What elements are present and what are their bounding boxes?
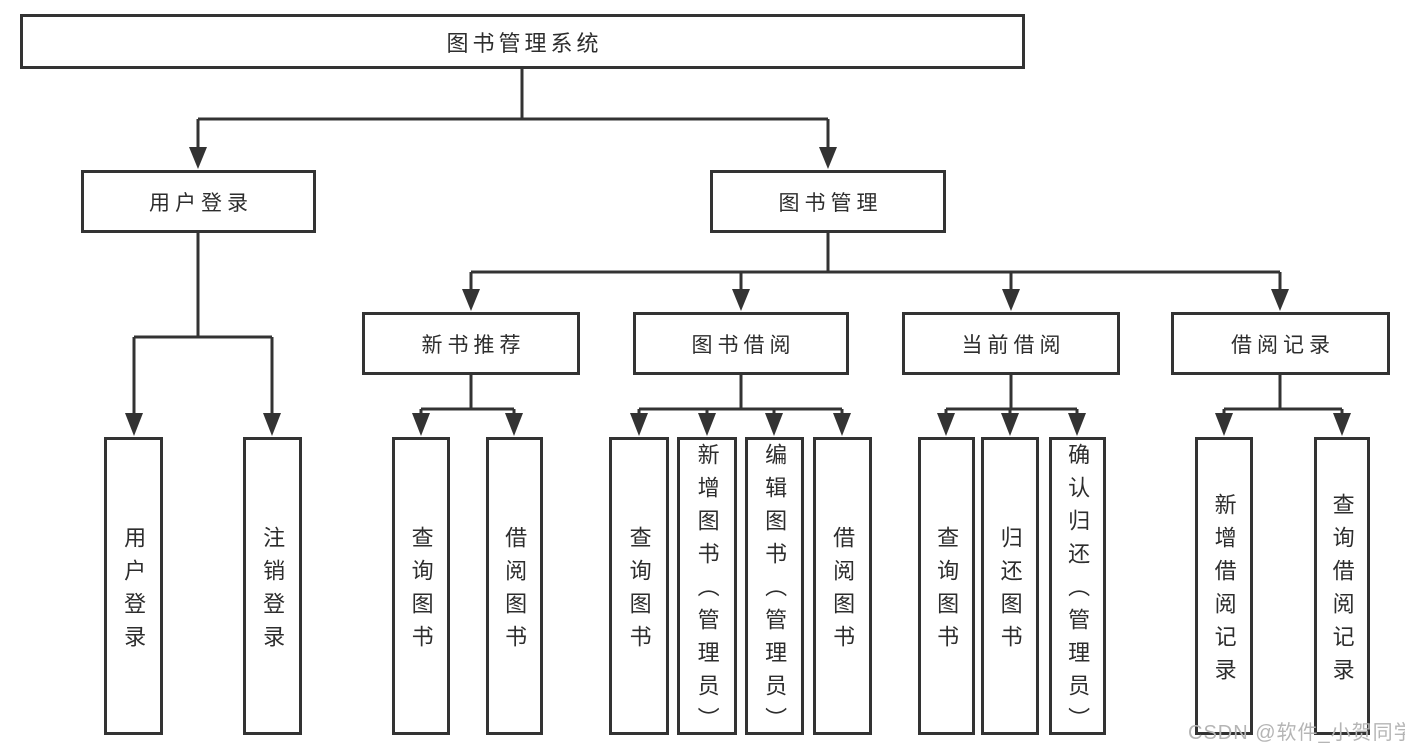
arrowhead-icon <box>819 147 837 169</box>
arrowhead-icon <box>1002 289 1020 311</box>
arrowhead-icons <box>125 147 1351 436</box>
node-label: 新增图书（管理员） <box>694 443 720 740</box>
leaf-logout-login: 注销登录 <box>243 437 302 735</box>
arrowhead-icon <box>263 413 281 436</box>
node-label: 用户登录 <box>121 525 147 658</box>
node-label: 借阅图书 <box>830 525 856 658</box>
arrowhead-icon <box>698 413 716 436</box>
leaf-query-borrow-record: 查询借阅记录 <box>1314 437 1370 735</box>
node-label: 编辑图书（管理员） <box>762 443 788 740</box>
arrowhead-icon <box>765 413 783 436</box>
node-label: 查询借阅记录 <box>1329 492 1355 691</box>
arrowhead-icon <box>1333 413 1351 436</box>
node-label: 图书管理 <box>778 191 883 215</box>
arrowhead-icon <box>505 413 523 436</box>
leaf-add-borrow-record: 新增借阅记录 <box>1195 437 1253 735</box>
node-label: 图书管理系统 <box>446 30 603 56</box>
node-borrowing-records: 借阅记录 <box>1171 312 1390 375</box>
leaf-confirm-return-admin: 确认归还（管理员） <box>1049 437 1106 740</box>
arrowhead-icon <box>1215 413 1233 436</box>
leaf-edit-book-admin: 编辑图书（管理员） <box>745 437 804 740</box>
node-current-borrowing: 当前借阅 <box>902 312 1120 375</box>
node-label: 查询图书 <box>408 525 434 658</box>
leaf-borrow-books-recommend: 借阅图书 <box>486 437 543 735</box>
node-label: 查询图书 <box>626 525 652 658</box>
node-user-login: 用户登录 <box>81 170 316 233</box>
arrowhead-icon <box>1001 413 1019 436</box>
leaf-query-books-current: 查询图书 <box>918 437 975 735</box>
arrowhead-icon <box>833 413 851 436</box>
node-label: 查询图书 <box>934 525 960 658</box>
node-library-management-system: 图书管理系统 <box>20 14 1025 69</box>
node-new-book-recommendation: 新书推荐 <box>362 312 580 375</box>
node-label: 新书推荐 <box>421 333 526 357</box>
leaf-query-books-recommend: 查询图书 <box>392 437 450 735</box>
arrowhead-icon <box>412 413 430 436</box>
node-label: 借阅记录 <box>1231 333 1335 357</box>
node-label: 新增借阅记录 <box>1211 492 1237 691</box>
arrowhead-icon <box>125 413 143 436</box>
node-label: 当前借阅 <box>961 333 1066 357</box>
leaf-user-login: 用户登录 <box>104 437 163 735</box>
node-label: 确认归还（管理员） <box>1065 443 1091 740</box>
node-book-borrowing: 图书借阅 <box>633 312 849 375</box>
node-label: 归还图书 <box>997 525 1023 658</box>
leaf-borrow-books-borrow: 借阅图书 <box>813 437 872 735</box>
node-label: 用户登录 <box>149 191 253 215</box>
arrowhead-icon <box>189 147 207 169</box>
node-label: 借阅图书 <box>502 525 528 658</box>
leaf-query-books-borrow: 查询图书 <box>609 437 669 735</box>
arrowhead-icon <box>630 413 648 436</box>
node-label: 图书借阅 <box>691 333 796 357</box>
node-book-management: 图书管理 <box>710 170 946 233</box>
leaf-add-book-admin: 新增图书（管理员） <box>677 437 737 740</box>
watermark-text: CSDN @软件_小贺同学 <box>1188 722 1405 744</box>
arrowhead-icon <box>462 289 480 311</box>
leaf-return-books: 归还图书 <box>981 437 1039 735</box>
arrowhead-icon <box>1068 413 1086 436</box>
node-label: 注销登录 <box>260 525 286 658</box>
arrowhead-icon <box>1271 289 1289 311</box>
arrowhead-icon <box>732 289 750 311</box>
arrowhead-icon <box>937 413 955 436</box>
